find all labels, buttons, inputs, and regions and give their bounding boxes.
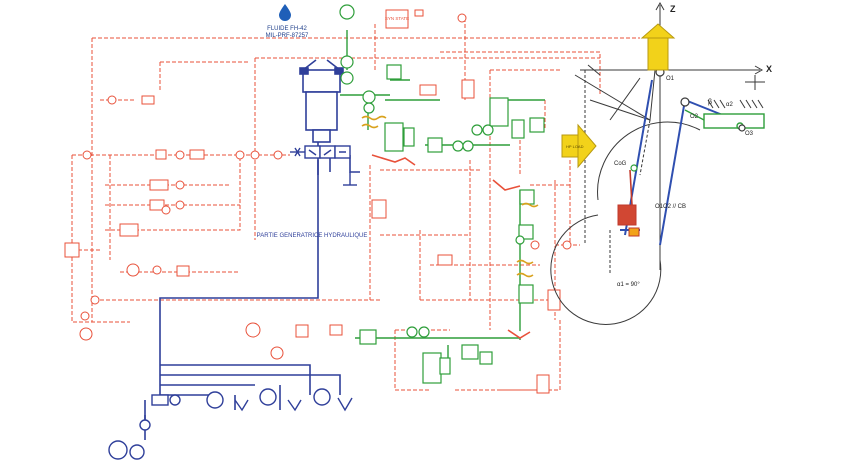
sync-state-label: SYN STATE <box>385 16 409 21</box>
spring-icon <box>361 115 539 278</box>
hydraulic-section-label: PARTIE GENERATRICE HYDRAULIQUE <box>257 233 368 239</box>
mechanical-links <box>340 30 545 370</box>
o1o2-parallel-label: O1O2 // CB <box>655 204 686 210</box>
axis-z-label: Z <box>670 4 676 14</box>
wheel-assembly <box>617 169 640 237</box>
point-o3-label: O3 <box>745 131 754 137</box>
arrow-right-icon <box>561 123 597 169</box>
cog-label: CoG <box>614 161 627 167</box>
point-o1-label: O1 <box>666 76 675 82</box>
axis-x-label: X <box>766 64 772 74</box>
flex-hoses <box>371 154 531 339</box>
fluid-drop-icon <box>279 4 291 21</box>
arrow-up-icon <box>640 23 676 71</box>
point-o2-label: O2 <box>690 114 699 120</box>
alpha1-label: α1 = 90° <box>617 282 640 288</box>
control-junctions <box>80 13 572 321</box>
kinematic-links <box>620 79 736 246</box>
kinematic-frame <box>550 1 765 325</box>
valve-icon <box>290 145 351 159</box>
gauge-icon <box>79 205 284 360</box>
sensor-nodes <box>339 4 525 338</box>
fluid-label-2: MIL-PRF-87257 <box>266 33 309 39</box>
beta-label: β <box>708 99 712 106</box>
control-blocks <box>64 9 561 394</box>
gear-assemblies <box>359 64 545 384</box>
kinematic-joints <box>630 67 746 172</box>
cylinder-icon <box>299 59 344 143</box>
ground-icon <box>343 172 357 186</box>
load-label: HP LOAD <box>566 144 584 149</box>
pump-icon <box>108 388 353 460</box>
alpha2-label: α2 <box>726 102 733 108</box>
fluid-label-1: FLUIDE FH-42 <box>267 26 307 32</box>
